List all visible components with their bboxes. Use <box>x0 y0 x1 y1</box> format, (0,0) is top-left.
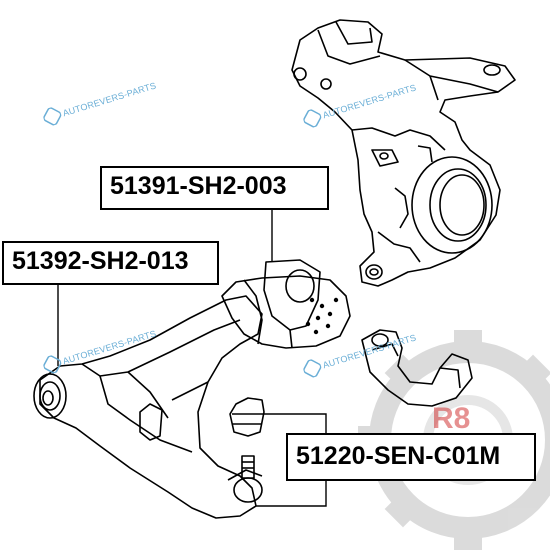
lower-control-arm <box>33 295 263 519</box>
stabilizer-bracket-bushing <box>361 329 473 407</box>
arm-front-bushing <box>221 259 351 349</box>
ball-joint <box>229 397 265 503</box>
watermark-4: AUTOREVERS-PARTS <box>301 328 419 381</box>
watermark-logo-icon <box>41 105 64 129</box>
watermark-1: AUTOREVERS-PARTS <box>41 76 159 129</box>
watermark-logo-icon <box>41 353 64 377</box>
part-number-label-stabilizer-bushing: 51391-SH2-003 <box>100 166 329 210</box>
watermark-logo-icon <box>301 107 324 131</box>
part-number-label-ball-joint: 51220-SEN-C01M <box>286 433 536 481</box>
watermark-3: AUTOREVERS-PARTS <box>41 324 159 377</box>
steering-knuckle <box>291 19 516 287</box>
leader-line-c01-upper <box>262 413 327 433</box>
gear-logo-mark: R8 <box>432 402 470 435</box>
leader-lines <box>57 210 327 507</box>
watermark-logo-icon <box>301 357 324 381</box>
part-number-label-control-arm-bushing: 51392-SH2-013 <box>2 241 219 285</box>
watermark-2: AUTOREVERS-PARTS <box>301 78 419 131</box>
leader-line-c01-lower <box>256 481 327 507</box>
